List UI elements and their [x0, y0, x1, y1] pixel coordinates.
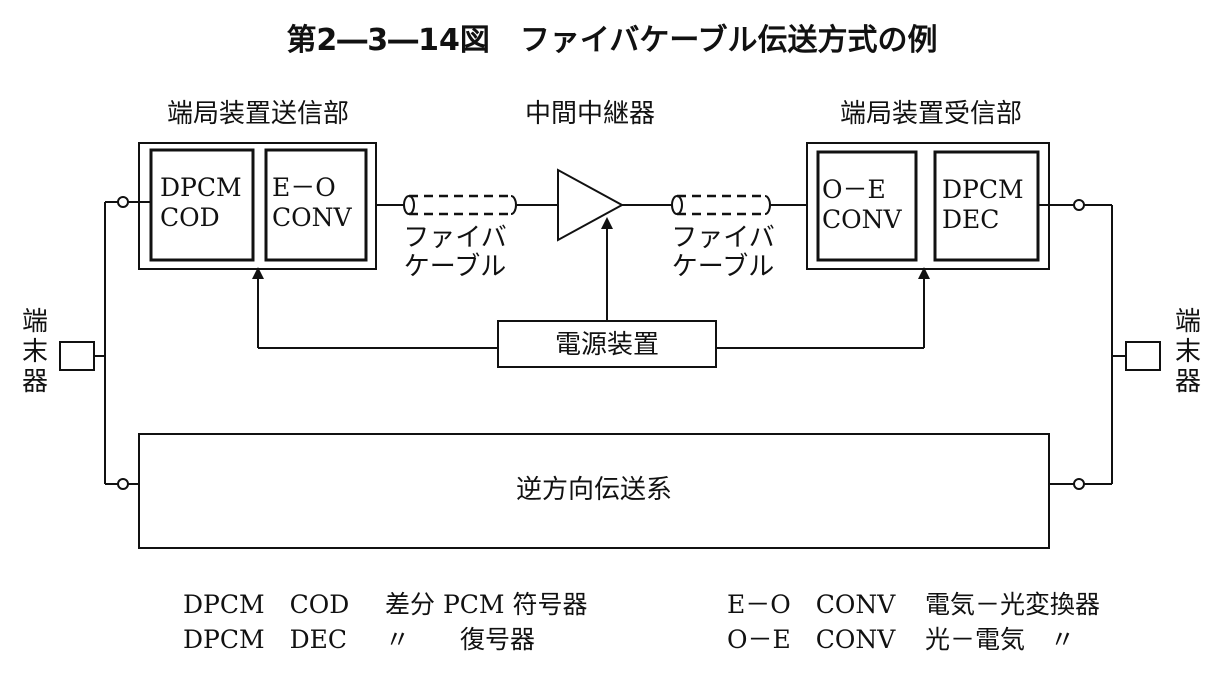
cable-right-line2: ケーブル [672, 252, 774, 282]
rx-unit-label: 端局装置受信部 [840, 99, 1022, 129]
reverse-system-label: 逆方向伝送系 [516, 475, 672, 505]
dpcm-dec-line2: DEC [942, 205, 999, 234]
oe-conv-line1: O－E [822, 175, 886, 204]
legend-abbr-1: DPCM COD [183, 590, 349, 619]
cable-right-line1: ファイバ [671, 223, 774, 253]
terminal-left-char1: 端 [22, 307, 48, 337]
power-supply-label: 電源装置 [555, 330, 659, 360]
terminal-right-box [1125, 341, 1161, 371]
legend: DPCM COD 差分 PCM 符号器 DPCM DEC 〃 復号器 E－O C… [183, 590, 1100, 654]
right-wiring [1038, 199, 1126, 490]
left-wiring [94, 196, 151, 490]
legend-abbr-2: DPCM DEC [183, 625, 347, 654]
terminal-left-char2: 末 [22, 337, 48, 367]
terminal-right-char1: 端 [1175, 307, 1201, 337]
dpcm-cod-line2: COD [160, 203, 220, 232]
repeater-label: 中間中継器 [525, 99, 655, 129]
legend-desc-4: 光－電気 〃 [925, 625, 1075, 654]
reverse-system-box [138, 433, 1050, 549]
dpcm-dec-line1: DPCM [942, 175, 1024, 204]
tx-unit-label: 端局装置送信部 [167, 99, 349, 129]
terminal-left-box [59, 341, 95, 371]
cable-left-line2: ケーブル [404, 252, 506, 282]
fiber-cable-right [622, 194, 807, 216]
oe-conv-line2: CONV [822, 205, 902, 234]
legend-desc-2: 〃 復号器 [385, 625, 535, 654]
dpcm-cod-line1: DPCM [160, 173, 242, 202]
legend-desc-3: 電気－光変換器 [925, 590, 1100, 619]
legend-abbr-4: O－E CONV [727, 625, 896, 654]
cable-left-line1: ファイバ [403, 223, 506, 253]
legend-abbr-3: E－O CONV [727, 590, 896, 619]
repeater-amplifier [557, 168, 625, 242]
power-feed-lines [252, 217, 930, 349]
eo-conv-line1: E－O [272, 173, 336, 202]
figure-title: 第2―3―14図 ファイバケーブル伝送方式の例 [286, 23, 937, 58]
eo-conv-line2: CONV [272, 203, 352, 232]
terminal-left-char3: 器 [22, 367, 48, 397]
legend-desc-1: 差分 PCM 符号器 [385, 590, 587, 619]
terminal-right-char2: 末 [1175, 337, 1201, 367]
terminal-right-char3: 器 [1175, 367, 1201, 397]
fiber-cable-left [376, 194, 558, 216]
